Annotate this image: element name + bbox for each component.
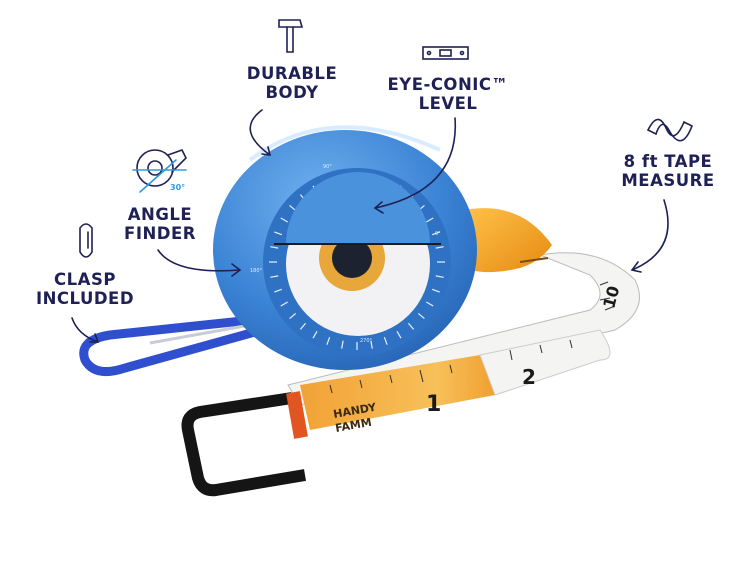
dial-tick xyxy=(326,336,331,345)
eye-level xyxy=(274,172,441,336)
dial-tick xyxy=(274,231,283,236)
spirit-level-icon xyxy=(422,46,469,60)
arrow-angle xyxy=(157,249,242,277)
dial-tick xyxy=(425,301,434,307)
callout-text: CLASP xyxy=(54,270,116,289)
dial-tick xyxy=(289,312,297,320)
brand-line2: FAMM xyxy=(334,416,372,435)
dial-tick xyxy=(280,217,289,223)
tape-ribbon: 1 2 10 HANDY FAMM xyxy=(287,252,640,435)
carabiner-icon xyxy=(79,223,93,258)
arrow-durable xyxy=(249,109,272,156)
angle-icon-label: 30° xyxy=(170,183,185,192)
arrow-tape xyxy=(630,199,669,273)
dial-tick xyxy=(370,340,373,349)
dial-tick xyxy=(417,312,425,320)
dial-label-90: 90° xyxy=(323,164,332,170)
callout-text: BODY xyxy=(265,83,319,102)
arrow-clasp xyxy=(71,317,100,343)
callout-text: MEASURE xyxy=(621,171,715,190)
dial-tick xyxy=(425,217,434,223)
tape-mark-1: 1 xyxy=(426,392,441,417)
callout-text: INCLUDED xyxy=(35,289,135,308)
dial-tick xyxy=(270,246,279,249)
dial-tick xyxy=(431,288,440,293)
dial-tick xyxy=(396,330,402,339)
callout-text: DURABLE xyxy=(246,64,338,83)
dial-tick xyxy=(435,275,444,278)
tape-end-clip xyxy=(181,391,308,497)
dial-tick xyxy=(274,288,283,293)
callout-eye-conic-level: EYE-CONIC™ LEVEL xyxy=(387,75,508,113)
dial-tick xyxy=(341,340,344,349)
callout-text: EYE-CONIC™ xyxy=(387,75,509,94)
dial-label-0: 0° xyxy=(435,231,441,237)
dial-tick xyxy=(435,246,444,249)
dial-tick xyxy=(431,231,440,236)
dial-label-180: 180° xyxy=(250,268,263,274)
callout-text: 8 ft TAPE xyxy=(623,152,713,171)
dial-tick xyxy=(280,301,289,307)
angle-finder-icon xyxy=(132,149,187,193)
carabiner-clasp xyxy=(79,313,275,377)
tape-icon xyxy=(646,118,694,142)
beak-tape-exit xyxy=(465,208,552,273)
callout-text: LEVEL xyxy=(418,94,478,113)
callout-angle-finder: ANGLE FINDER xyxy=(124,205,196,243)
callout-text: FINDER xyxy=(124,224,196,243)
callout-durable-body: DURABLE BODY xyxy=(247,64,337,102)
dial-tick xyxy=(270,275,279,278)
tape-mark-2: 2 xyxy=(522,365,536,389)
dial-tick xyxy=(407,322,415,330)
dial-tick xyxy=(312,330,318,339)
dial-tick xyxy=(299,322,307,330)
callout-tape-measure: 8 ft TAPE MEASURE xyxy=(621,152,714,190)
arrow-level xyxy=(373,117,457,214)
callout-text: ANGLE xyxy=(127,205,193,224)
callout-clasp-included: CLASP INCLUDED xyxy=(36,270,134,308)
dial-tick xyxy=(383,336,388,345)
dial-label-270: 270° xyxy=(360,338,373,344)
hammer-icon xyxy=(278,19,304,53)
